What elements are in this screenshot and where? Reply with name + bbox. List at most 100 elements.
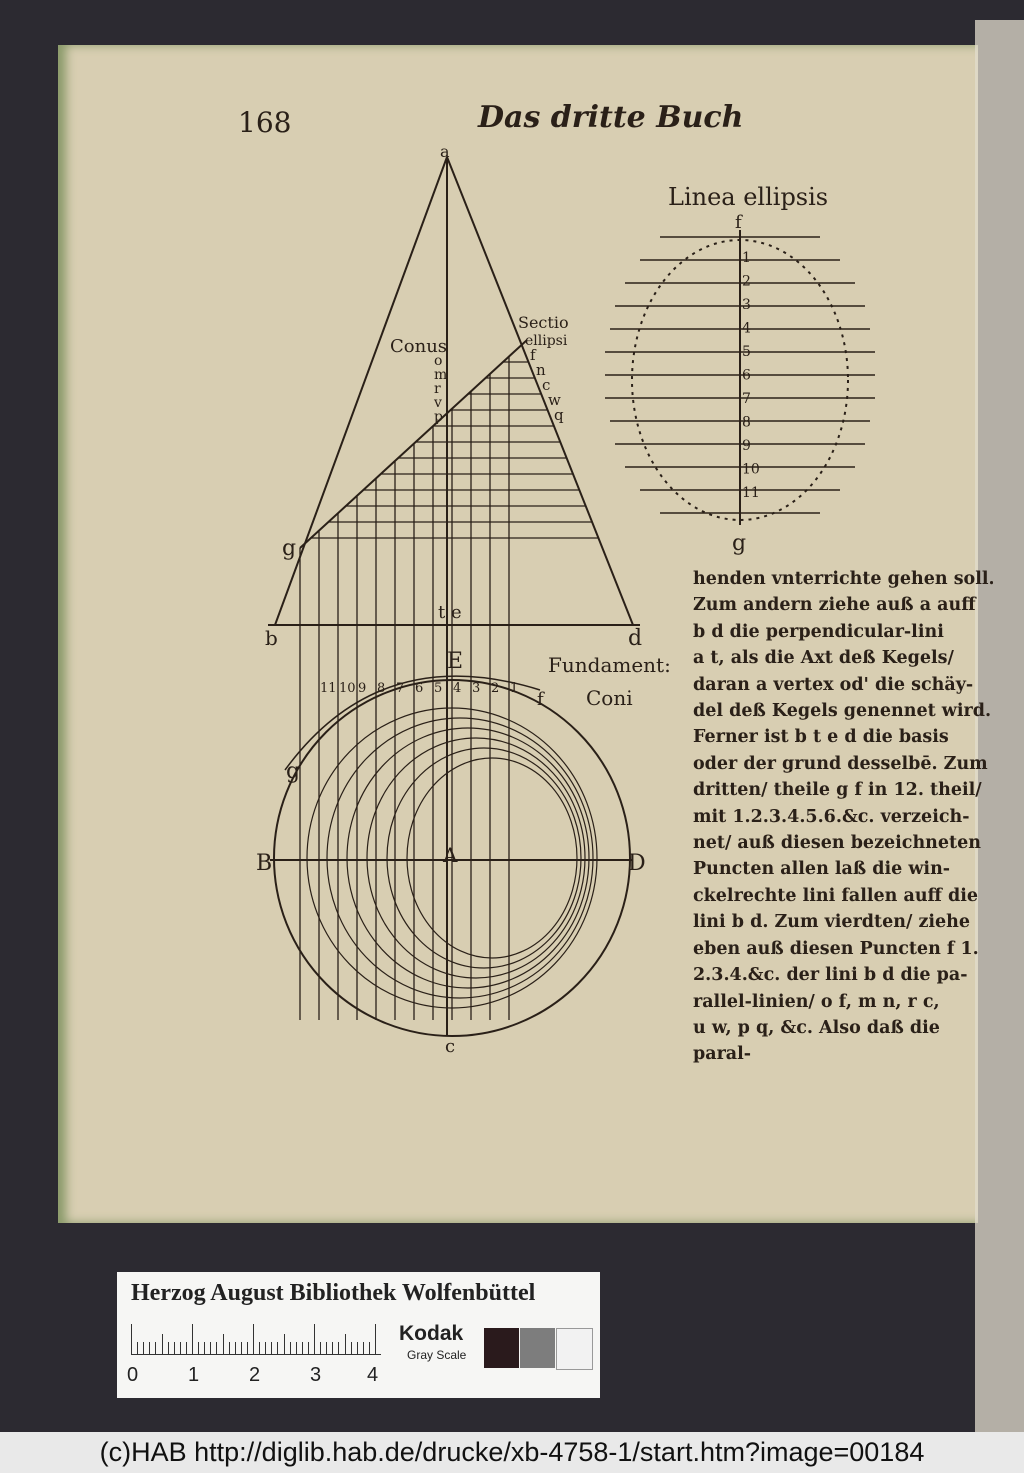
swatch-white [556,1328,593,1370]
ruler-tick [295,1342,297,1354]
ruler-tick [155,1342,157,1354]
label-point: n [536,361,546,379]
label-g: g [282,536,296,561]
ruler-tick [131,1324,132,1354]
body-text: henden vnterrichte gehen soll.Zum andern… [693,566,993,1068]
label-number: 10 [742,462,760,478]
label-number: 2 [742,274,751,290]
text-line: Puncten allen laß die win- [693,859,951,880]
ruler-tick [143,1342,145,1354]
text-line: rallel-linien/ o f, m n, r c, [693,991,940,1012]
label-number: 11 [320,681,337,696]
ruler-tick [240,1342,242,1354]
label-number: 4 [453,681,461,696]
ruler-tick [375,1324,376,1354]
ruler-tick [167,1342,169,1354]
ruler-tick [259,1342,261,1354]
label-point: c [542,376,550,394]
label-number: 9 [742,438,751,454]
label-point: r [434,381,441,397]
running-head: Das dritte Buch [478,100,744,135]
ruler-tick [222,1334,224,1354]
ellipse-projection [406,757,578,959]
ruler-number: 0 [127,1364,139,1386]
label-number: 3 [742,297,751,313]
label-E: E [447,649,463,674]
label-number: 7 [396,681,404,696]
ruler-tick [277,1342,279,1354]
page-number: 168 [238,106,292,139]
ruler-tick [246,1342,248,1354]
facing-page-edge [975,20,1024,1440]
label-point: v [433,395,442,411]
ruler-tick [149,1342,151,1354]
ruler-tick [198,1342,200,1354]
ruler-tick [362,1342,364,1354]
ruler-tick [332,1342,334,1354]
ellipse-projection [326,717,594,999]
label-number: 6 [742,368,751,384]
label-point: m [434,367,447,383]
ruler-tick [326,1342,328,1354]
color-card: Herzog August Bibliothek Wolfenbüttel 0 … [117,1272,600,1398]
label-sectio: Sectio [518,313,569,332]
label-A: A [442,843,458,867]
base-circle [273,679,631,1037]
text-line: 2.3.4.&c. der lini b d die pa- [693,965,968,986]
ruler-tick [301,1342,303,1354]
ruler-tick [173,1342,175,1354]
label-number: 11 [742,485,760,501]
label-number: 10 [339,681,356,696]
ruler-tick [368,1342,370,1354]
ruler-tick [338,1342,340,1354]
ruler-number: 4 [367,1364,379,1386]
swatch-dark [484,1328,519,1368]
cone-side [274,156,448,626]
label-sectio: ellipsi [525,333,568,349]
label-f: f [537,689,545,710]
ruler-tick [344,1334,346,1354]
ruler-number: 2 [249,1364,261,1386]
arc-line [284,675,541,771]
ruler-tick [216,1342,218,1354]
label-coni: Coni [586,686,633,710]
kodak-brand: Kodak [399,1322,464,1345]
ruler-tick [283,1334,285,1354]
label-number: 3 [472,681,480,696]
ruler-number: 1 [188,1364,200,1386]
label-D: D [628,851,646,876]
text-line: oder der grund desselbē. Zum [693,753,988,774]
text-line: Ferner ist b t e d die basis [693,727,949,748]
text-line: lini b d. Zum vierdten/ ziehe [693,912,971,933]
text-line: paral- [693,1044,752,1065]
ruler-tick [234,1342,236,1354]
text-line: eben auß diesen Puncten f 1. [693,938,979,959]
text-line: daran a vertex od' die schäy- [693,674,974,695]
text-line: henden vnterrichte gehen soll. [693,569,993,589]
label-number: 5 [742,344,751,360]
label-number: 9 [358,681,366,696]
label-apex: a [440,142,450,161]
label-d: d [628,626,642,651]
label-number: 8 [377,681,385,696]
label-c: c [445,1036,455,1057]
label-number: 4 [742,321,751,337]
ruler-tick [192,1324,193,1354]
ruler [131,1322,381,1355]
ruler-tick [350,1342,352,1354]
ellipse-title: Linea ellipsis [668,183,828,211]
label-b: b [265,626,278,650]
ellipse-projection [346,727,590,989]
label-conus: Conus [390,336,447,357]
label-f: f [735,212,743,233]
label-number: 8 [742,415,751,431]
text-line: a t, als die Axt deß Kegels/ [693,648,954,669]
text-line: net/ auß diesen bezeichneten [693,833,981,854]
cone-side [446,156,634,626]
ellipse-projection [386,747,582,969]
text-line: dritten/ theile g f in 12. theil/ [693,780,982,801]
label-point: w [548,391,561,409]
ruler-tick [314,1324,315,1354]
label-g: g [286,759,300,784]
label-g: g [732,531,746,556]
